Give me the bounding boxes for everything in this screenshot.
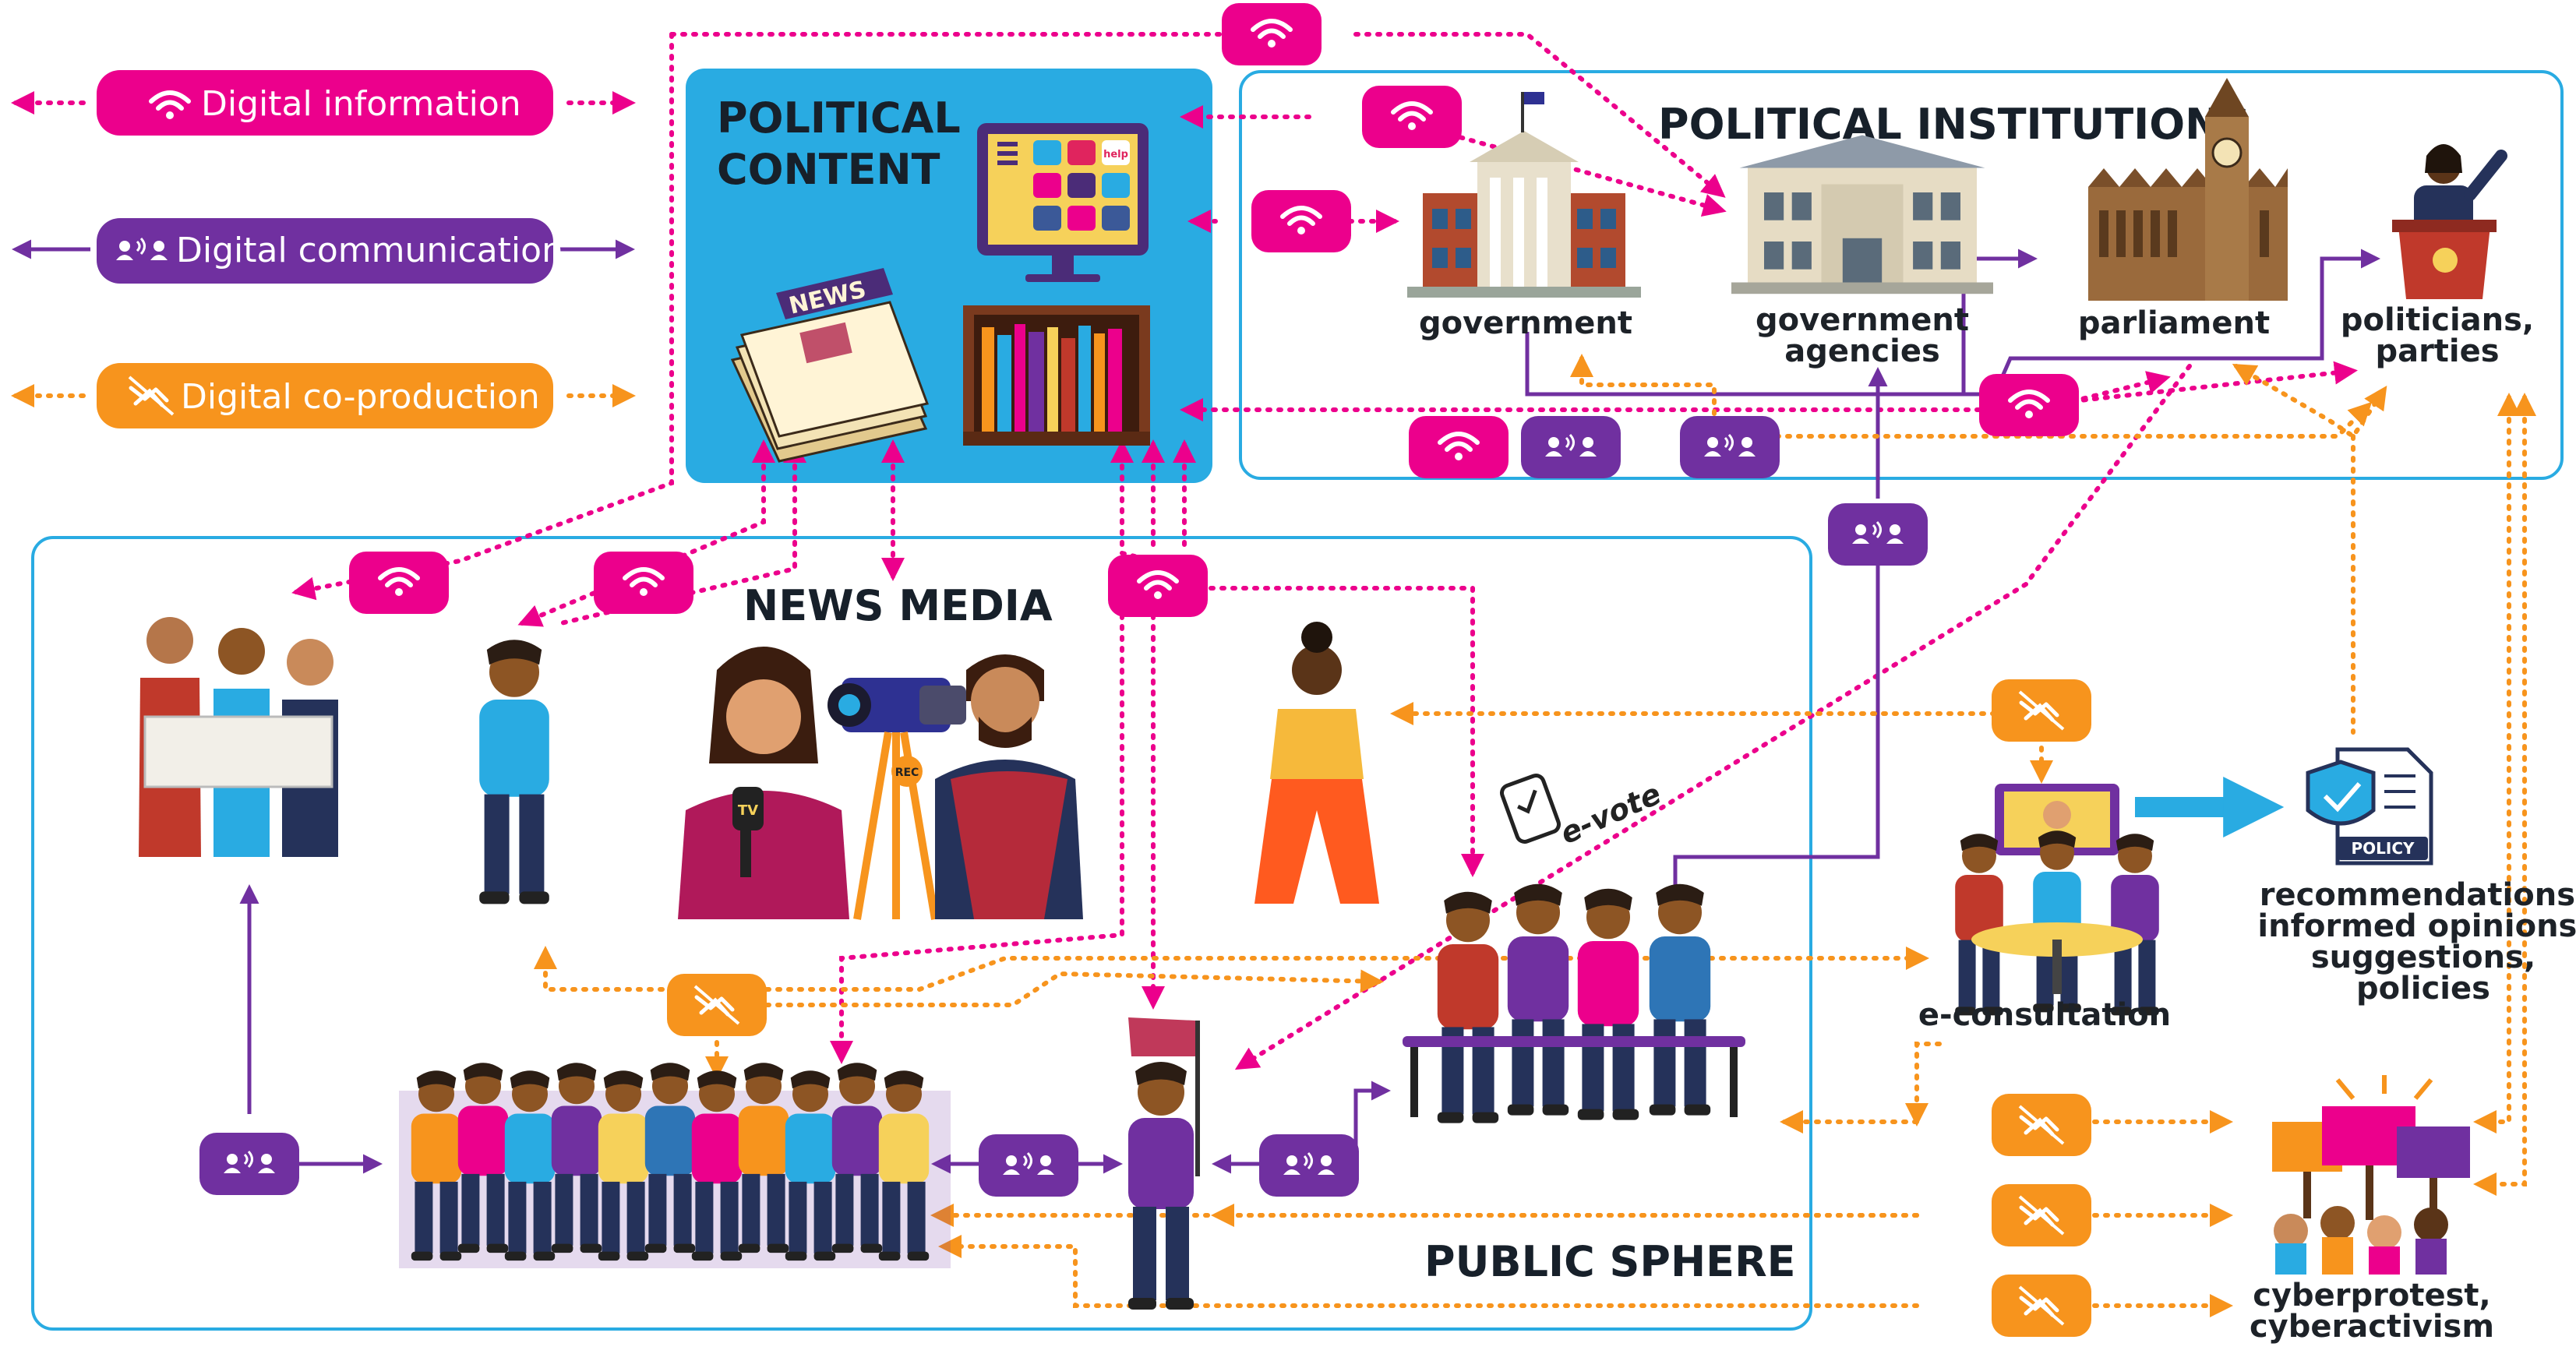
newspaper-icon: NEWS (730, 268, 930, 463)
e-vote-label: e-vote (1555, 777, 1666, 851)
politicians-label-line1: politicians, (2341, 302, 2534, 338)
policy-document-icon: POLICY (2306, 747, 2433, 866)
people-talking-icon (199, 1133, 299, 1195)
public-sphere-title: PUBLIC SPHERE (1424, 1237, 1796, 1286)
political-institutions-frame (1239, 70, 2564, 480)
legend: Digital information Digital communicatio… (10, 70, 636, 428)
political-institutions-title: POLITICAL INSTITUTIONS (1658, 100, 2250, 149)
politicians-label-line2: parties (2375, 333, 2499, 369)
people-talking-icon (1259, 1134, 1359, 1197)
cyber-label-line1: cyberprotest, (2253, 1278, 2491, 1313)
parliament-label: parliament (2078, 305, 2270, 341)
help-badge: help (1103, 149, 1128, 160)
outputs-label-line3: suggestions, (2311, 940, 2535, 975)
political-content-title-line2: CONTENT (717, 145, 940, 194)
cyberprotest-illustration (2272, 1075, 2470, 1275)
wifi-icon (1222, 3, 1322, 65)
flag-bearer-illustration (1128, 1017, 1200, 1310)
politician-podium-icon (2392, 144, 2507, 299)
wifi-icon (1108, 555, 1208, 617)
handshake-icon (1992, 1275, 2091, 1337)
government-agencies-building-icon (1731, 135, 1993, 294)
legend-digital-communication: Digital communication (12, 218, 635, 284)
discussion-group-illustration (1403, 883, 1745, 1123)
journalists-illustration: TV REC (678, 647, 1083, 920)
handshake-icon (667, 974, 767, 1036)
political-content-title-line1: POLITICAL (717, 93, 961, 143)
outputs-label-line4: policies (2356, 971, 2490, 1007)
banner-group-illustration (139, 617, 338, 857)
bookshelf-icon (963, 305, 1150, 446)
legend-label-communication: Digital communication (176, 231, 563, 270)
legend-digital-coproduction: Digital co-production (10, 363, 636, 428)
policy-badge-label: POLICY (2351, 839, 2415, 858)
crowd-illustration (399, 1063, 951, 1268)
cyber-label-line2: cyberactivism (2250, 1309, 2494, 1345)
outputs-label-line2: informed opinions, (2257, 908, 2576, 944)
government-building-icon (1407, 92, 1641, 298)
wifi-icon (349, 552, 449, 614)
e-vote-icon: e-vote (1500, 774, 1666, 851)
government-label: government (1419, 305, 1632, 341)
people-talking-icon (1680, 416, 1780, 478)
legend-label-coproduction: Digital co-production (181, 377, 540, 417)
wifi-icon (1251, 190, 1351, 252)
standing-man-illustration (479, 640, 549, 904)
people-talking-icon (1828, 503, 1928, 566)
handshake-icon (1992, 1094, 2091, 1156)
e-consultation-illustration (1955, 784, 2159, 1016)
people-talking-icon (1521, 416, 1621, 478)
handshake-icon (1992, 1184, 2091, 1246)
e-consultation-label: e-consultation (1918, 997, 2171, 1033)
government-agencies-label-line1: government (1756, 302, 1969, 338)
parliament-building-icon (2088, 78, 2288, 301)
standing-woman-illustration (1254, 622, 1379, 904)
government-agencies-label-line2: agencies (1784, 333, 1940, 369)
public-sphere-frame (31, 536, 1812, 1331)
people-talking-icon (979, 1134, 1078, 1197)
coproduction-flows (534, 354, 2536, 1317)
handshake-icon (1992, 679, 2091, 742)
wifi-icon (1979, 374, 2079, 436)
wifi-icon (1409, 416, 1509, 478)
news-media-title: NEWS MEDIA (743, 581, 1053, 630)
social-media-monitor-icon: help (977, 123, 1149, 282)
wifi-icon (594, 552, 693, 614)
legend-label-information: Digital information (201, 84, 521, 124)
rec-badge: REC (895, 767, 919, 779)
wifi-icon (1362, 86, 1462, 148)
tv-mic-flag: TV (738, 802, 758, 819)
legend-digital-information: Digital information (10, 70, 636, 136)
outputs-label-line1: recommendations, (2260, 877, 2576, 913)
